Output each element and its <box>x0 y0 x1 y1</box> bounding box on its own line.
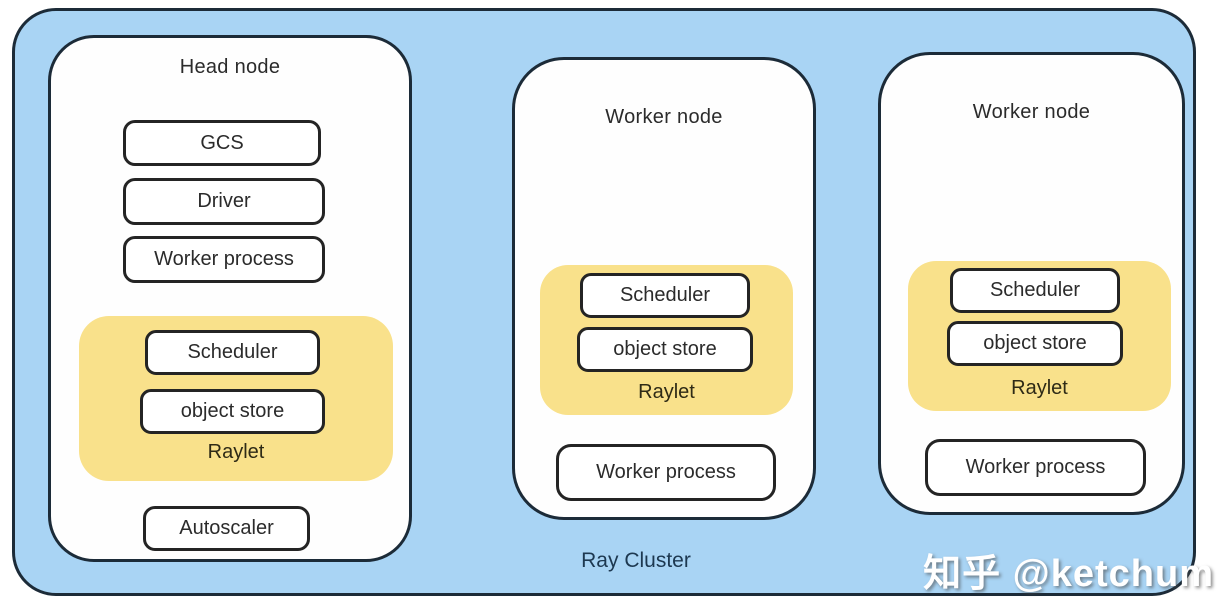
scheduler-box: Scheduler <box>580 273 750 318</box>
worker-process-box: Worker process <box>925 439 1146 496</box>
autoscaler-box: Autoscaler <box>143 506 310 551</box>
node-worker-2: Worker node Scheduler object store Rayle… <box>878 52 1185 515</box>
head-node-title: Head node <box>179 56 281 78</box>
gcs-box: GCS <box>123 120 321 166</box>
object-store-box: object store <box>577 327 753 372</box>
worker-process-box: Worker process <box>123 236 325 283</box>
raylet-label: Raylet <box>1011 377 1068 399</box>
object-store-box: object store <box>947 321 1123 366</box>
raylet-group: Scheduler object store Raylet <box>79 316 393 481</box>
driver-box: Driver <box>123 178 325 225</box>
worker-node-title: Worker node <box>972 101 1091 123</box>
worker-process-box: Worker process <box>556 444 776 501</box>
node-head: Head node GCS Driver Worker process Sche… <box>48 35 412 562</box>
worker-node-title: Worker node <box>605 106 723 128</box>
watermark: 知乎 @ketchum <box>923 553 1214 595</box>
scheduler-box: Scheduler <box>950 268 1120 313</box>
cluster-label: Ray Cluster <box>581 549 691 572</box>
raylet-group: Scheduler object store Raylet <box>540 265 793 415</box>
scheduler-box: Scheduler <box>145 330 320 375</box>
raylet-label: Raylet <box>638 381 695 403</box>
object-store-box: object store <box>140 389 325 434</box>
raylet-group: Scheduler object store Raylet <box>908 261 1171 411</box>
raylet-label: Raylet <box>207 441 265 463</box>
node-worker-1: Worker node Scheduler object store Rayle… <box>512 57 816 520</box>
